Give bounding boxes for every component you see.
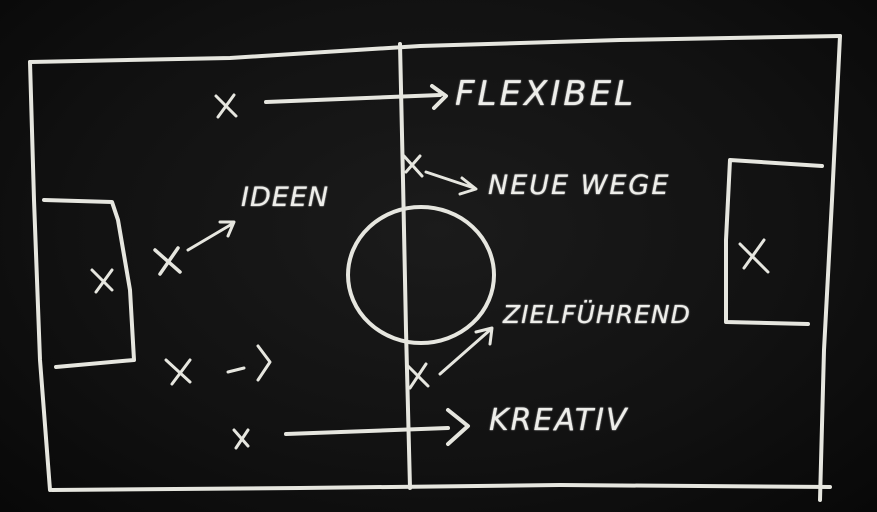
label-ideen: IDEEN [241,182,329,213]
arrow-left-middle [228,346,270,380]
left-goal-box [44,200,134,367]
player-mark-ideen [155,248,180,274]
player-mark-goalkeeper-left [92,270,112,292]
player-mark-top [216,95,236,117]
right-goal-box [726,160,822,324]
arrow-kreativ [286,410,468,444]
arrow-neue-wege [426,172,476,194]
field-bottom-line [52,485,830,490]
field-right-line [820,36,840,500]
arrow-ideen [188,222,234,250]
player-mark-center-bottom [408,364,428,388]
center-circle [348,207,494,343]
label-neue-wege: NEUE WEGE [488,170,670,201]
player-mark-center-top [404,156,422,176]
label-kreativ: KREATIV [489,403,629,438]
arrow-zielfuehrend [440,328,492,374]
arrow-flexibel [266,86,446,108]
label-flexibel: FLEXIBEL [455,74,636,114]
player-mark-bottom [234,430,248,448]
player-mark-left-middle [166,360,190,384]
player-mark-goalkeeper-right [740,240,768,272]
field-top-line [30,36,840,62]
label-zielfuehrend: ZIELFÜHREND [503,300,691,329]
field-left-line [30,62,50,490]
halfway-line [400,44,410,488]
